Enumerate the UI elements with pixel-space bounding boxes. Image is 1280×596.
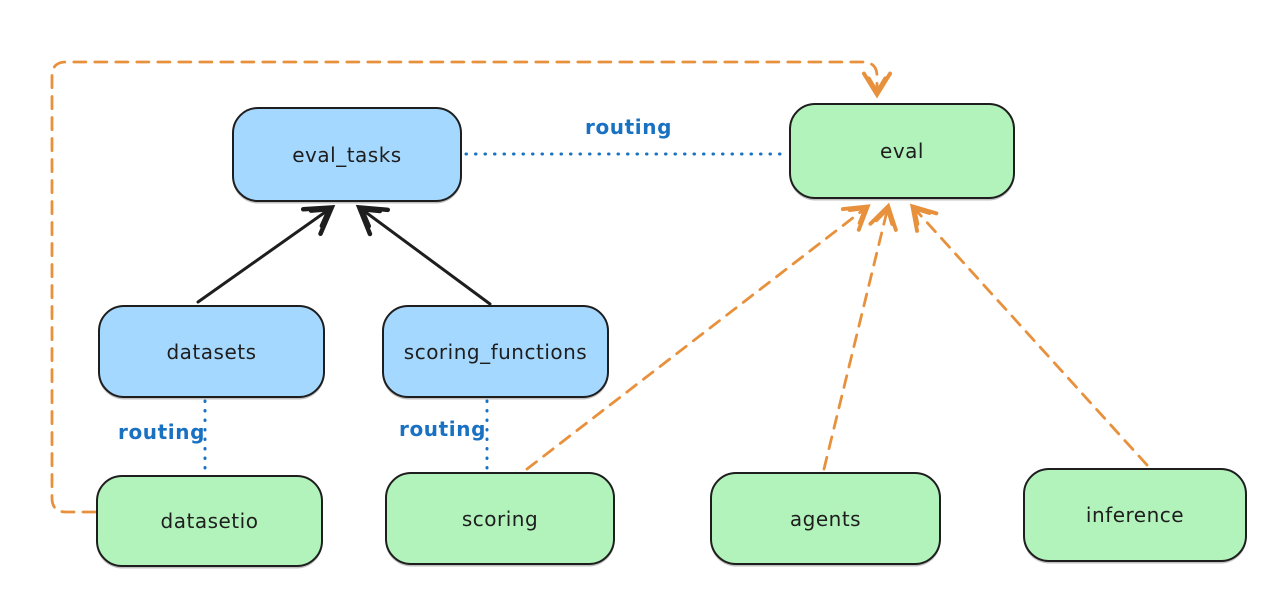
node-scoring-label: scoring: [461, 506, 539, 531]
node-eval-tasks-label: eval_tasks: [292, 142, 402, 167]
node-datasets-label: datasets: [166, 339, 257, 364]
node-datasetio-label: datasetio: [160, 509, 259, 533]
node-agents-label: agents: [789, 506, 862, 531]
node-inference: inference: [1023, 468, 1247, 562]
edge-label-routing-datasets-datasetio: routing: [118, 420, 206, 444]
node-eval-label: eval: [880, 139, 924, 163]
node-eval-tasks: eval_tasks: [232, 107, 462, 202]
node-scoring-functions: scoring_functions: [382, 305, 609, 398]
node-inference-label: inference: [1085, 503, 1185, 527]
node-agents: agents: [710, 472, 941, 565]
edge-label-routing-eval-tasks-eval: routing: [585, 115, 673, 139]
edge-agents-to-eval: [822, 202, 898, 471]
edge-inference-to-eval: [909, 203, 1149, 467]
edge-datasetio-to-eval: [50, 60, 893, 514]
node-scoring-functions-label: scoring_functions: [403, 339, 588, 364]
edge-label-routing-scoring-functions-scoring: routing: [399, 417, 487, 441]
node-scoring: scoring: [385, 472, 615, 565]
edge-datasets-to-eval-tasks: [196, 204, 336, 304]
node-eval: eval: [789, 103, 1015, 199]
node-datasetio: datasetio: [96, 475, 323, 567]
edge-scoring-functions-to-eval-tasks: [355, 204, 492, 306]
node-datasets: datasets: [98, 305, 325, 398]
